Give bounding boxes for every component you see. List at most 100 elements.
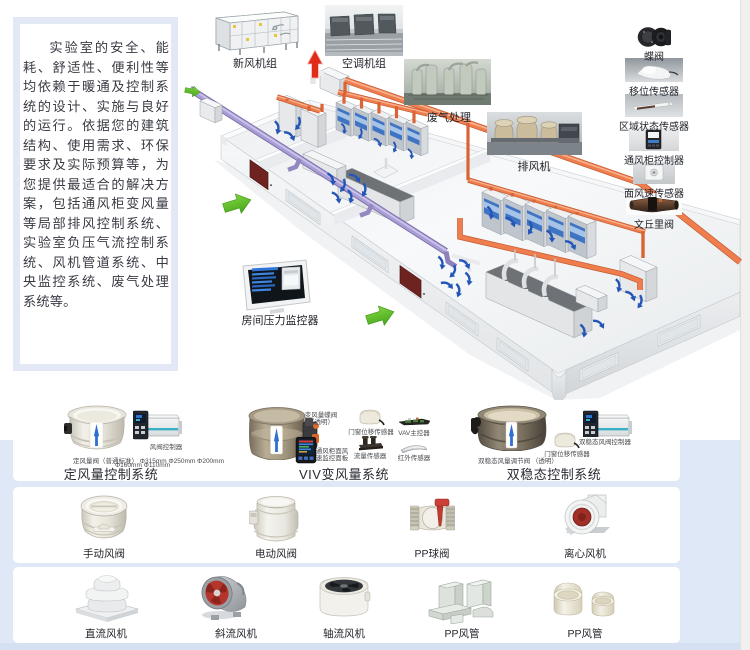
vav-part-main-controller: VAV主控器	[398, 430, 430, 437]
side-label-venturi-valve: 文丘里阀	[634, 220, 674, 231]
bistable-controller-label: 双稳态风阀控制器	[579, 439, 631, 446]
photo-butterfly-valve	[637, 27, 671, 47]
blue-airflow-arrow	[331, 191, 342, 204]
green-arrow	[222, 193, 252, 214]
duct-orange-left-branch	[276, 94, 321, 114]
building-illustration	[184, 49, 742, 400]
door	[249, 159, 269, 191]
vav-part-door-sensor: 门窗位移传感器	[348, 429, 394, 436]
blue-airflow-arrow	[362, 182, 368, 197]
product-vav-valve	[248, 407, 319, 460]
product-label-roof-fan: 直流风机	[85, 628, 127, 640]
product-label-pp-round-duct: PP风管	[567, 628, 603, 640]
product-pp-ball-valve	[410, 498, 455, 531]
blue-airflow-arrow	[274, 120, 282, 135]
product-label-mixed-flow-fan: 斜流风机	[215, 628, 257, 640]
blue-airflow-arrow	[579, 323, 588, 338]
window-glass	[447, 304, 477, 334]
window-glass	[659, 317, 699, 345]
blue-airflow-arrow	[449, 264, 457, 278]
product-centrifugal-fan	[564, 494, 610, 535]
blue-airflow-arrow	[373, 137, 383, 148]
system-label-cav: 定风量控制系统	[63, 467, 159, 482]
blue-airflow-arrow	[637, 294, 643, 309]
airflow-arrows	[274, 116, 643, 338]
system-label-bistable: 双稳态控制系统	[506, 467, 602, 482]
blue-airflow-arrow	[505, 216, 517, 228]
snorkel-stubs	[514, 249, 556, 276]
pressure-monitor	[242, 259, 311, 314]
window-glass	[498, 340, 527, 369]
cav-caption-1: 定风量阀（普通标准） Φ315mm Φ250mm Φ200mm	[73, 458, 224, 465]
top-unit-label-fresh-air: 新风机组	[233, 58, 277, 70]
blue-airflow-arrow	[464, 271, 473, 286]
bench-canopy	[373, 158, 399, 179]
exhaust-stack-box	[319, 67, 350, 98]
side-label-hood-controller: 通风柜控制器	[624, 156, 684, 167]
product-label-pp-ball-valve: PP球阀	[414, 548, 450, 560]
vav-valve-caption-2: （透明）	[308, 419, 334, 426]
product-label-pp-rect-duct: PP风管	[444, 628, 480, 640]
blue-airflow-arrow	[459, 259, 471, 270]
product-cav-valve	[64, 405, 127, 450]
red-exhaust-arrow	[306, 49, 324, 79]
blue-airflow-arrow	[440, 281, 454, 289]
side-label-butterfly-valve: 蝶阀	[644, 52, 664, 63]
product-bistable-controller	[583, 410, 632, 437]
product-flow-sensor	[359, 436, 383, 451]
product-label-electric-damper: 电动风阀	[255, 548, 297, 560]
product-hood-panel-handheld	[295, 437, 317, 464]
fume-hood-row-2	[481, 188, 597, 259]
photo-waste-gas-treatment	[404, 59, 491, 105]
duct-orange-header-1	[337, 89, 429, 117]
blue-airflow-arrow	[339, 178, 346, 192]
photo-exhaust-fan	[487, 112, 582, 155]
side-label-zone-status-sensor: 区域状态传感器	[619, 122, 689, 133]
photo-displacement-sensor	[625, 58, 683, 82]
duct-purple	[188, 85, 481, 273]
system-label-vav: VIV变风量系统	[299, 467, 389, 482]
product-ir-sensor	[400, 445, 428, 453]
blue-airflow-arrow	[625, 290, 637, 302]
blue-airflow-arrow	[528, 220, 534, 235]
extraction-arms	[501, 258, 559, 302]
blue-airflow-arrow	[348, 173, 361, 183]
blue-airflow-arrow	[615, 278, 623, 293]
header2-drops	[489, 186, 579, 215]
top-unit-label-ac: 空调机组	[342, 58, 386, 70]
photo-zone-status-sensor	[625, 94, 683, 117]
blue-airflow-arrow	[284, 131, 296, 142]
product-axial-fan	[319, 577, 371, 617]
footer-band	[0, 643, 740, 650]
blue-airflow-arrow	[437, 255, 446, 270]
cav-controller-label: 风阀控制器	[149, 444, 183, 451]
product-label-axial-fan: 轴流风机	[323, 628, 365, 640]
duct-orange-bench-branch	[457, 218, 643, 290]
door	[399, 264, 422, 299]
blue-airflow-arrow	[358, 128, 363, 140]
side-label-displacement-sensor: 移位传感器	[629, 87, 679, 98]
blue-airflow-arrow	[565, 240, 577, 251]
product-label-manual-damper: 手动风阀	[83, 548, 125, 560]
fume-hood-row-1	[335, 99, 429, 157]
photo-venturi-valve	[626, 193, 682, 215]
product-label-centrifugal-fan: 离心风机	[564, 548, 606, 560]
blue-airflow-arrow	[486, 205, 495, 220]
product-mixed-flow-fan	[201, 576, 247, 620]
product-manual-damper	[80, 495, 128, 539]
cav-caption-2: Φ160mm Φ110mm	[115, 462, 171, 469]
photo-hood-controller	[629, 128, 679, 151]
window-glass	[287, 191, 319, 223]
product-pp-rect-duct	[428, 579, 494, 624]
blue-airflow-arrow	[545, 229, 556, 243]
side-label-face-velocity-sensor: 面风速传感器	[624, 189, 684, 200]
blue-airflow-arrow	[407, 148, 415, 160]
bistable-valve-caption: 双稳态风量调节阀 （透明）	[478, 458, 558, 465]
product-pp-round-elbow	[553, 582, 615, 617]
product-bistable-valve	[471, 405, 547, 451]
photo-face-velocity-sensor	[633, 162, 675, 184]
blue-airflow-arrow	[392, 141, 398, 153]
low-box-right	[575, 285, 608, 313]
green-arrow	[184, 85, 201, 98]
